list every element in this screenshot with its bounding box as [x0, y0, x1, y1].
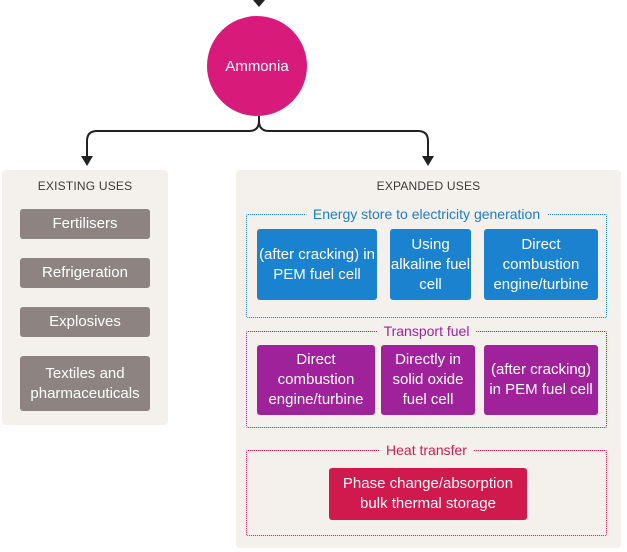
transport-pem-fuel-cell: (after cracking) in PEM fuel cell: [484, 345, 598, 415]
expanded-uses-panel: EXPANDED USES Energy store to electricit…: [236, 170, 621, 548]
group-transport-fuel: Transport fuel Direct combustion engine/…: [246, 322, 607, 428]
existing-uses-panel: EXISTING USES Fertilisers Refrigeration …: [2, 170, 168, 425]
group-energy-store: Energy store to electricity generation (…: [246, 205, 607, 318]
ammonia-node: Ammonia: [207, 16, 307, 116]
branch-connector: [86, 116, 429, 157]
existing-use-textiles: Textiles and pharmaceuticals: [20, 356, 150, 411]
expanded-uses-title: EXPANDED USES: [376, 179, 481, 193]
group-heat-title: Heat transfer: [379, 441, 474, 459]
arrowhead-expanded: [422, 156, 434, 166]
energy-alkaline-fuel-cell: Using alkaline fuel cell: [390, 229, 471, 300]
group-transport-title: Transport fuel: [376, 322, 477, 340]
transport-solid-oxide-fuel-cell: Directly in solid oxide fuel cell: [381, 345, 475, 415]
existing-use-fertilisers: Fertilisers: [20, 209, 150, 239]
existing-use-refrigeration: Refrigeration: [20, 258, 150, 288]
energy-direct-combustion: Direct combustion engine/turbine: [484, 229, 598, 300]
heat-phase-change-storage: Phase change/absorption bulk thermal sto…: [329, 468, 527, 520]
ammonia-label: Ammonia: [225, 57, 289, 75]
incoming-arrowhead: [253, 0, 265, 7]
existing-uses-title: EXISTING USES: [37, 179, 133, 193]
energy-pem-fuel-cell: (after cracking) in PEM fuel cell: [257, 229, 377, 300]
group-energy-title: Energy store to electricity generation: [305, 205, 548, 223]
transport-direct-combustion: Direct combustion engine/turbine: [257, 345, 375, 415]
group-heat-transfer: Heat transfer Phase change/absorption bu…: [246, 441, 607, 536]
existing-use-explosives: Explosives: [20, 307, 150, 337]
arrowhead-existing: [81, 156, 93, 166]
